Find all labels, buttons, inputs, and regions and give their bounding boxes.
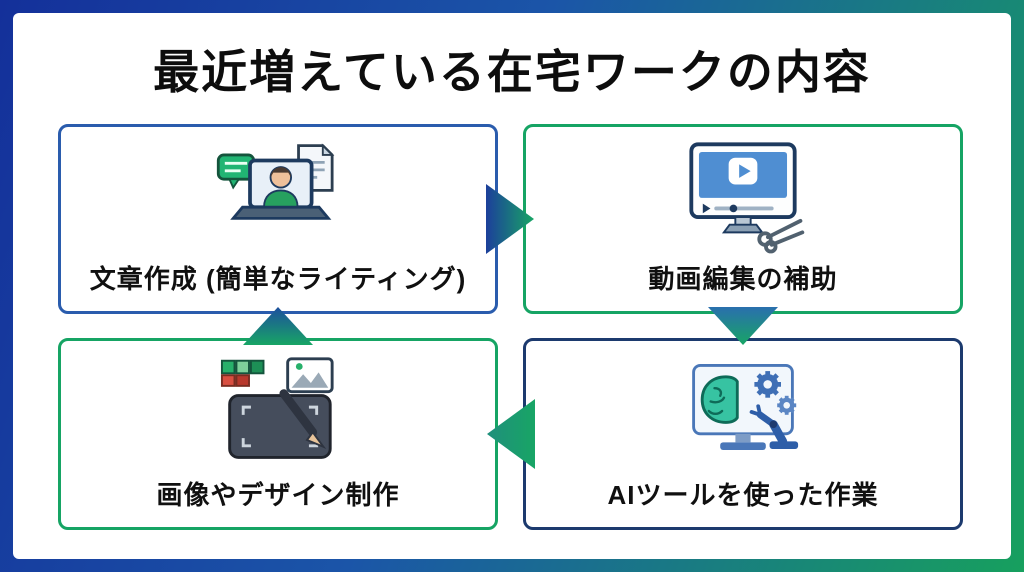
design-tablet-icon: [61, 341, 495, 475]
card-ai-tools-label: AIツールを使った作業: [607, 480, 879, 510]
card-ai-tools: AIツールを使った作業: [523, 338, 963, 530]
card-writing-label: 文章作成 (簡単なライティング): [89, 264, 467, 294]
page-title: 最近増えている在宅ワークの内容: [153, 46, 871, 98]
writing-laptop-icon: [61, 127, 495, 259]
card-video-editing: 動画編集の補助: [523, 124, 963, 314]
card-design: 画像やデザイン制作: [58, 338, 498, 530]
video-editing-icon: [526, 127, 960, 259]
card-video-editing-label: 動画編集の補助: [648, 264, 838, 294]
card-writing: 文章作成 (簡単なライティング): [58, 124, 498, 314]
card-design-label: 画像やデザイン制作: [156, 480, 400, 510]
ai-tools-icon: [526, 341, 960, 475]
